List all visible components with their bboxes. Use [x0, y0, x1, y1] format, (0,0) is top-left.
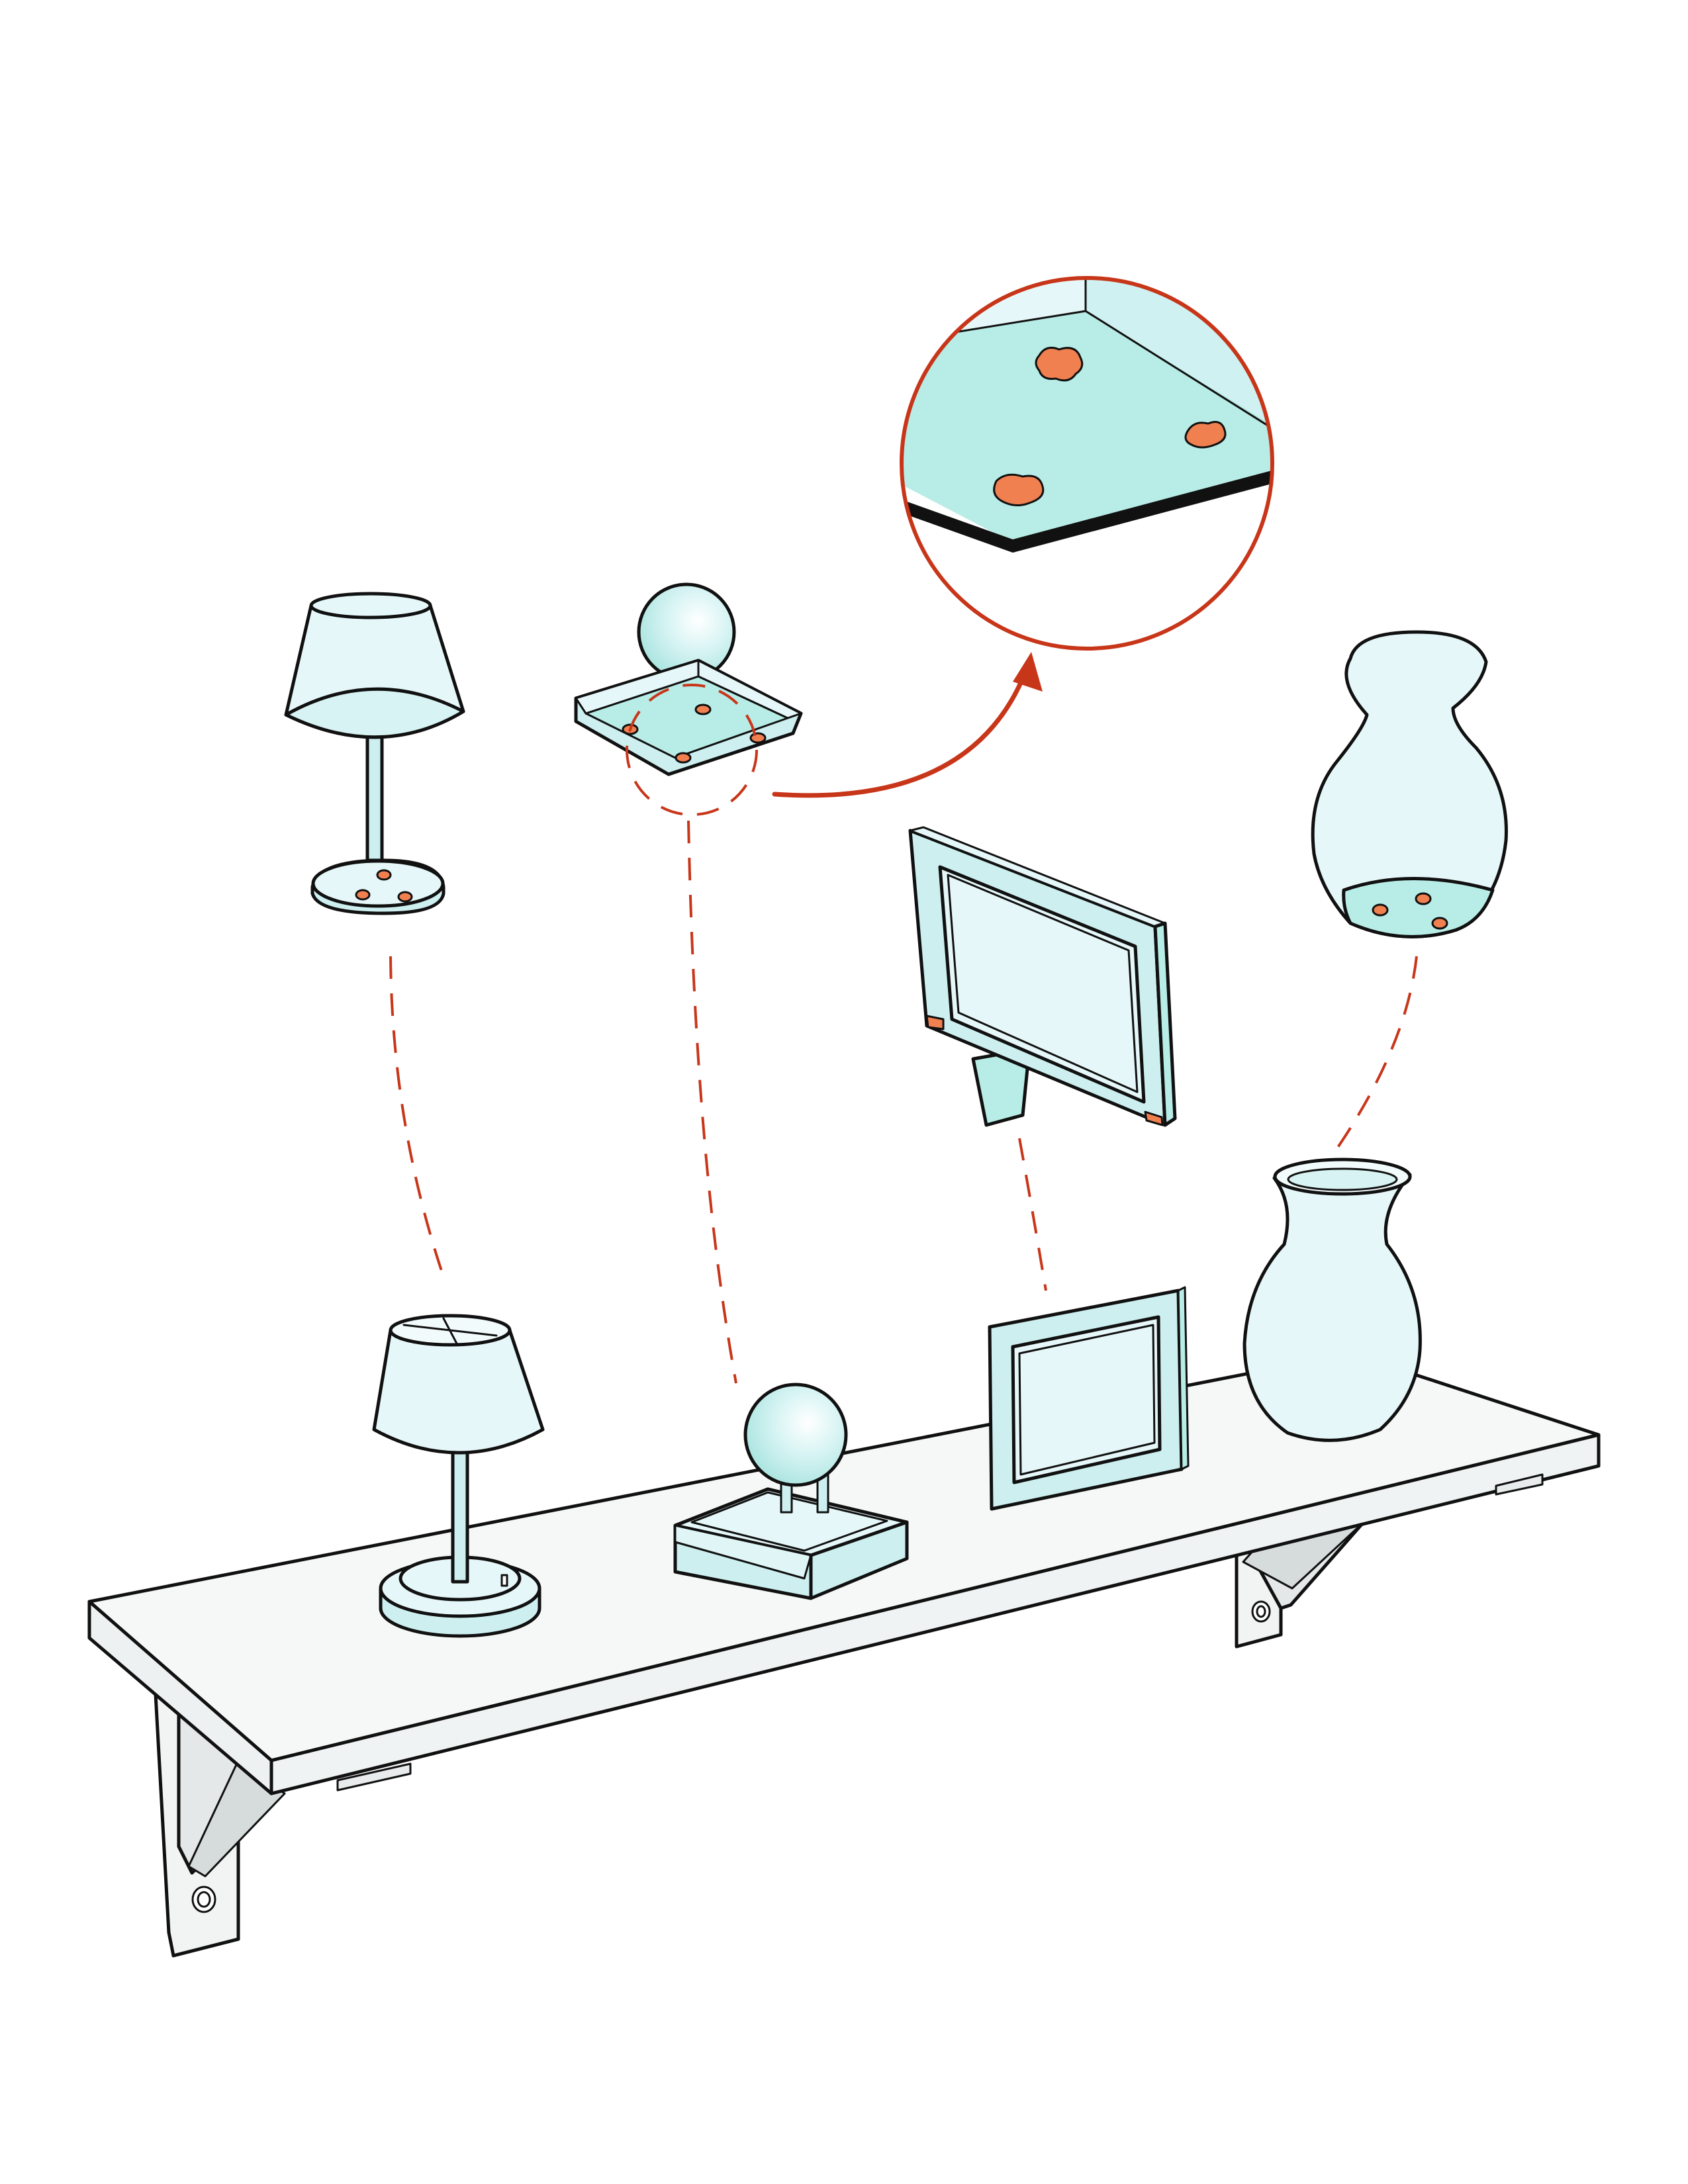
connector-lines	[389, 820, 1418, 1384]
magnified-detail-circle	[900, 276, 1274, 651]
felt-pad	[1415, 892, 1432, 905]
felt-pad	[694, 704, 712, 715]
felt-pad	[1431, 917, 1448, 930]
felt-pad	[749, 732, 767, 744]
table-lamp-icon	[372, 1314, 545, 1638]
lamp-connector	[389, 956, 446, 1281]
felt-pad	[1035, 347, 1084, 382]
shelf-front-edge	[269, 1433, 1601, 1796]
detail-highlight-circle	[626, 684, 758, 816]
felt-pad	[1372, 903, 1389, 917]
ball-stand-underside-icon	[574, 582, 803, 816]
crystal-ball-on-stand-icon	[673, 1383, 909, 1600]
felt-pad	[1184, 421, 1227, 449]
felt-pad	[376, 869, 392, 881]
lamp-underside-icon	[284, 592, 465, 915]
vase-connector	[1336, 956, 1418, 1150]
felt-pad	[397, 891, 413, 903]
felt-pad	[925, 1015, 945, 1030]
felt-pad	[1144, 1111, 1164, 1126]
frame-connector	[1018, 1138, 1047, 1291]
picture-frame-back-icon	[908, 826, 1177, 1127]
felt-pad	[355, 889, 371, 901]
vase-icon	[1243, 1158, 1422, 1442]
callout-arrow-icon	[772, 652, 1043, 798]
vase-underside-icon	[1311, 630, 1508, 938]
felt-pad	[675, 752, 692, 764]
ball-connector	[687, 820, 737, 1384]
felt-pad	[993, 473, 1045, 506]
picture-frame-icon	[988, 1286, 1190, 1511]
